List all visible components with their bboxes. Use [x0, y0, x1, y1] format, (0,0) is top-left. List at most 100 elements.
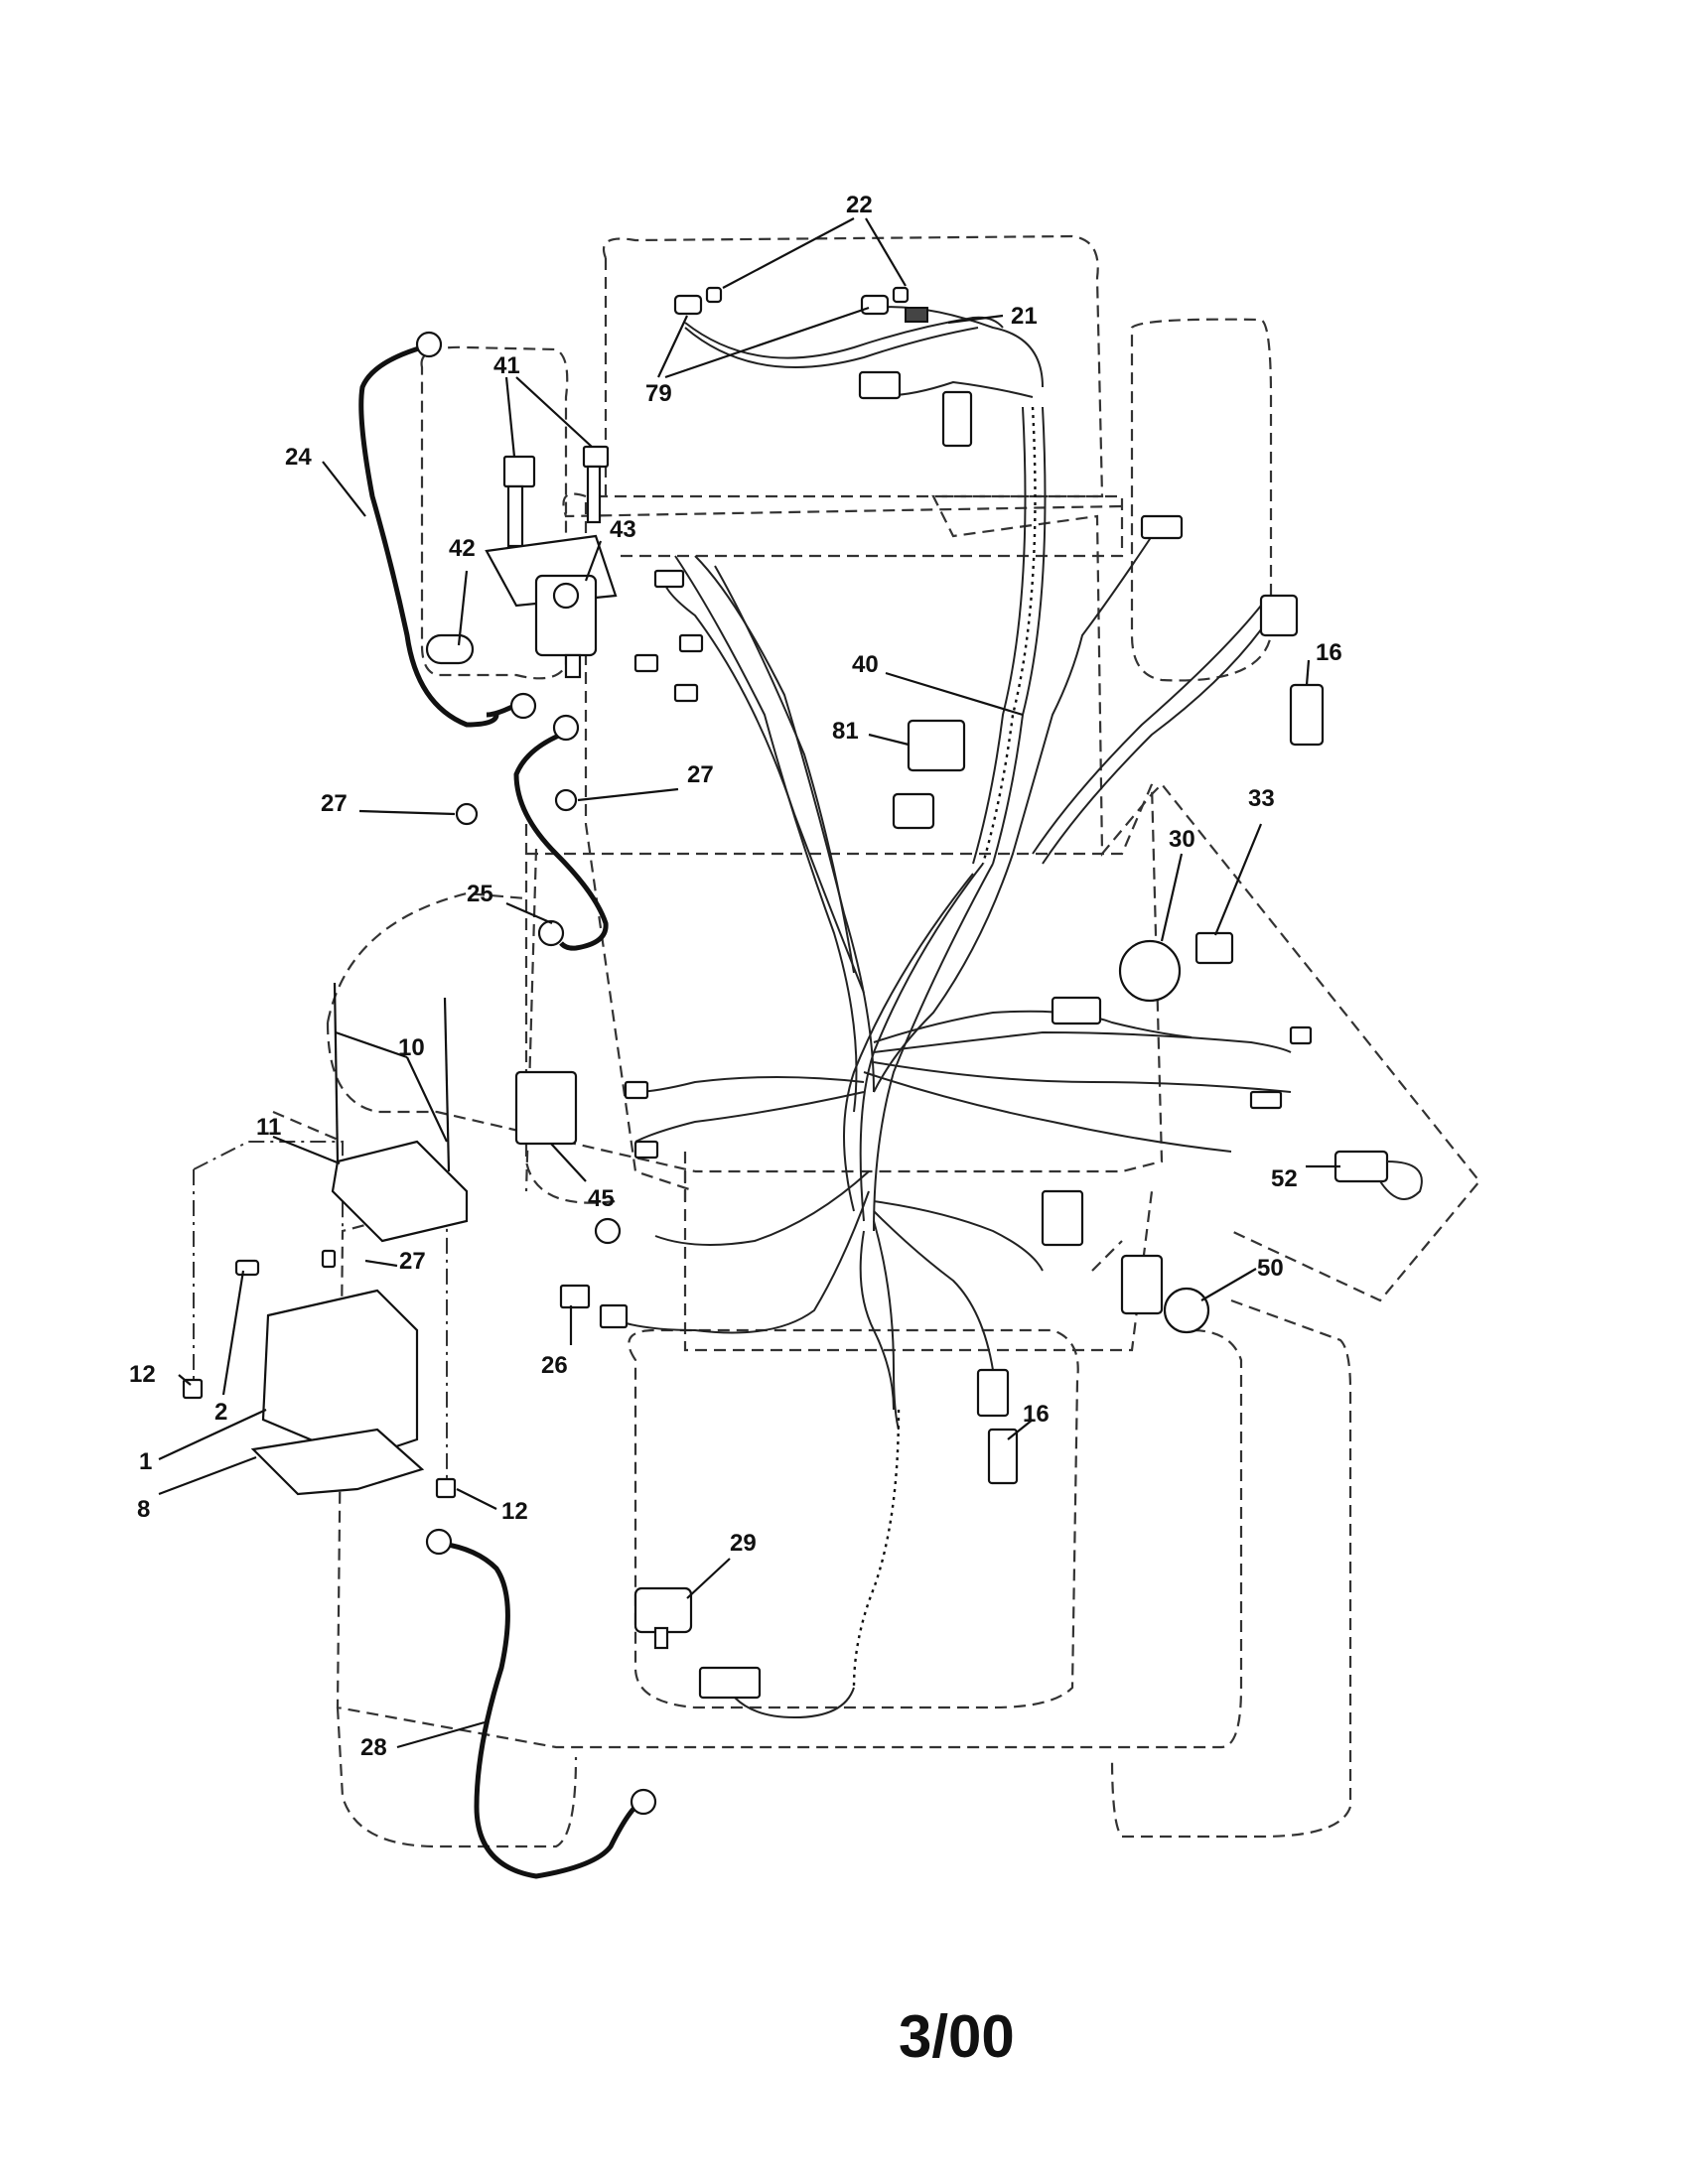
terminal-f-icon — [633, 1140, 659, 1160]
pto-switch-plug-icon — [698, 1666, 762, 1700]
headlight-plug-icon — [1140, 514, 1184, 540]
relay-81-icon — [907, 719, 966, 772]
seat-switch-lower-16-icon — [987, 1428, 1019, 1485]
connector-plug-icon — [892, 792, 935, 830]
bulb-socket-right-icon — [860, 294, 890, 316]
dash-harness-top — [673, 286, 1044, 400]
callout-33: 33 — [1248, 785, 1275, 812]
battery-cables — [358, 331, 657, 1879]
rod-10-left-icon — [333, 982, 340, 1162]
solenoid-stud-icon — [564, 653, 582, 679]
callout-27-battery: 27 — [399, 1248, 426, 1275]
cable-24-end-eyelet-icon — [509, 692, 537, 720]
harness-plug-icon — [858, 370, 902, 400]
harness-clip-icon — [905, 307, 928, 323]
right-connectors — [892, 390, 1423, 1485]
terminal-right-icon — [1289, 1025, 1313, 1045]
solenoid-assembly — [425, 445, 618, 679]
bolt-shank-right-icon — [586, 465, 602, 524]
callout-2: 2 — [214, 1399, 227, 1426]
cable-25-end-eyelet-icon — [537, 919, 565, 947]
callout-25: 25 — [467, 881, 493, 907]
battery-1-icon — [261, 1289, 419, 1461]
callout-30: 30 — [1169, 826, 1195, 853]
callout-27-left: 27 — [321, 790, 348, 817]
callout-labels: 22 21 79 41 24 42 43 16 40 81 27 27 33 3… — [129, 192, 1342, 1761]
callout-27-right: 27 — [687, 761, 714, 788]
battery-assembly — [182, 982, 469, 1499]
light-switch-50-icon — [1120, 1254, 1164, 1315]
multi-pin-connector-icon — [1041, 1189, 1084, 1247]
callout-16-upper: 16 — [1316, 639, 1342, 666]
pto-switch-terminal-icon — [653, 1626, 669, 1650]
callout-24: 24 — [285, 444, 312, 471]
callout-45: 45 — [588, 1185, 615, 1212]
terminal-boot-42-icon — [425, 633, 475, 665]
lower-coiled-harness — [633, 1409, 901, 1719]
hold-down-bracket-11-icon — [331, 1140, 469, 1243]
callout-21: 21 — [1011, 303, 1038, 330]
callout-10: 10 — [398, 1034, 425, 1061]
bulb-left-icon — [705, 286, 723, 304]
cable-28-eyelet-icon — [425, 1528, 453, 1556]
callout-11: 11 — [256, 1114, 281, 1141]
connector-lower-icon — [976, 1368, 1010, 1418]
callout-52: 52 — [1271, 1165, 1298, 1192]
terminal-e-icon — [624, 1080, 649, 1100]
wiring-bundle — [615, 535, 1292, 1431]
relay-plug-upper-icon — [941, 390, 973, 448]
callout-8: 8 — [137, 1496, 150, 1523]
callout-29: 29 — [730, 1530, 757, 1557]
callout-42: 42 — [449, 535, 476, 562]
callout-81: 81 — [832, 718, 859, 745]
chassis-outlines — [193, 234, 1481, 1848]
nut-27-left-icon — [455, 802, 479, 826]
nut-27-right-icon — [554, 788, 578, 812]
fuse-holder-52-icon — [1333, 1150, 1389, 1183]
callout-41: 41 — [493, 352, 520, 379]
plug-26-icon — [599, 1303, 629, 1329]
callout-43: 43 — [610, 516, 636, 543]
ignition-switch-30-icon — [1118, 939, 1182, 1003]
terminal-mid-icon — [1249, 1090, 1283, 1110]
bolt-shank-left-icon — [506, 484, 524, 548]
bulb-socket-left-icon — [673, 294, 703, 316]
terminal-c-icon — [678, 633, 704, 653]
terminal-a-icon — [653, 569, 685, 589]
callout-79: 79 — [645, 380, 672, 407]
leader-lines — [158, 217, 1340, 1749]
nut-12-left-icon — [182, 1378, 204, 1400]
battery-post-icon — [321, 1249, 337, 1269]
bolt-41-left-icon — [502, 455, 536, 488]
callout-1: 1 — [139, 1448, 152, 1475]
bulb-right-icon — [892, 286, 910, 304]
pto-switch-icon — [633, 1586, 693, 1634]
bolt-41-right-icon — [582, 445, 610, 469]
seat-switch-plug-icon — [1259, 594, 1299, 637]
cable-25-eyelet-icon — [552, 714, 580, 742]
diode-26-icon — [559, 1284, 591, 1309]
solenoid-terminal-icon — [552, 582, 580, 610]
ignition-plug-icon — [1051, 996, 1102, 1025]
rod-10-right-icon — [443, 997, 451, 1172]
interlock-switch-33-icon — [1194, 931, 1234, 965]
seat-switch-16-icon — [1289, 683, 1325, 747]
callout-50: 50 — [1257, 1255, 1284, 1282]
callout-12-right: 12 — [501, 1498, 528, 1525]
callout-26: 26 — [541, 1352, 568, 1379]
terminal-b-icon — [633, 653, 659, 673]
callout-40: 40 — [852, 651, 879, 678]
callout-16-lower: 16 — [1023, 1401, 1050, 1428]
cable-28-end-eyelet-icon — [630, 1788, 657, 1816]
terminal-d-icon — [673, 683, 699, 703]
callout-28: 28 — [360, 1734, 387, 1761]
harness-terminals — [514, 569, 704, 1329]
date-stamp: 3/00 — [899, 2003, 1015, 2070]
callout-12-left: 12 — [129, 1361, 156, 1388]
nut-12-right-icon — [435, 1477, 457, 1499]
light-switch-knob-icon — [1163, 1287, 1210, 1334]
hour-meter-45-icon — [514, 1070, 578, 1146]
bolt-2-icon — [234, 1259, 260, 1277]
battery-tray-8-icon — [250, 1428, 425, 1496]
